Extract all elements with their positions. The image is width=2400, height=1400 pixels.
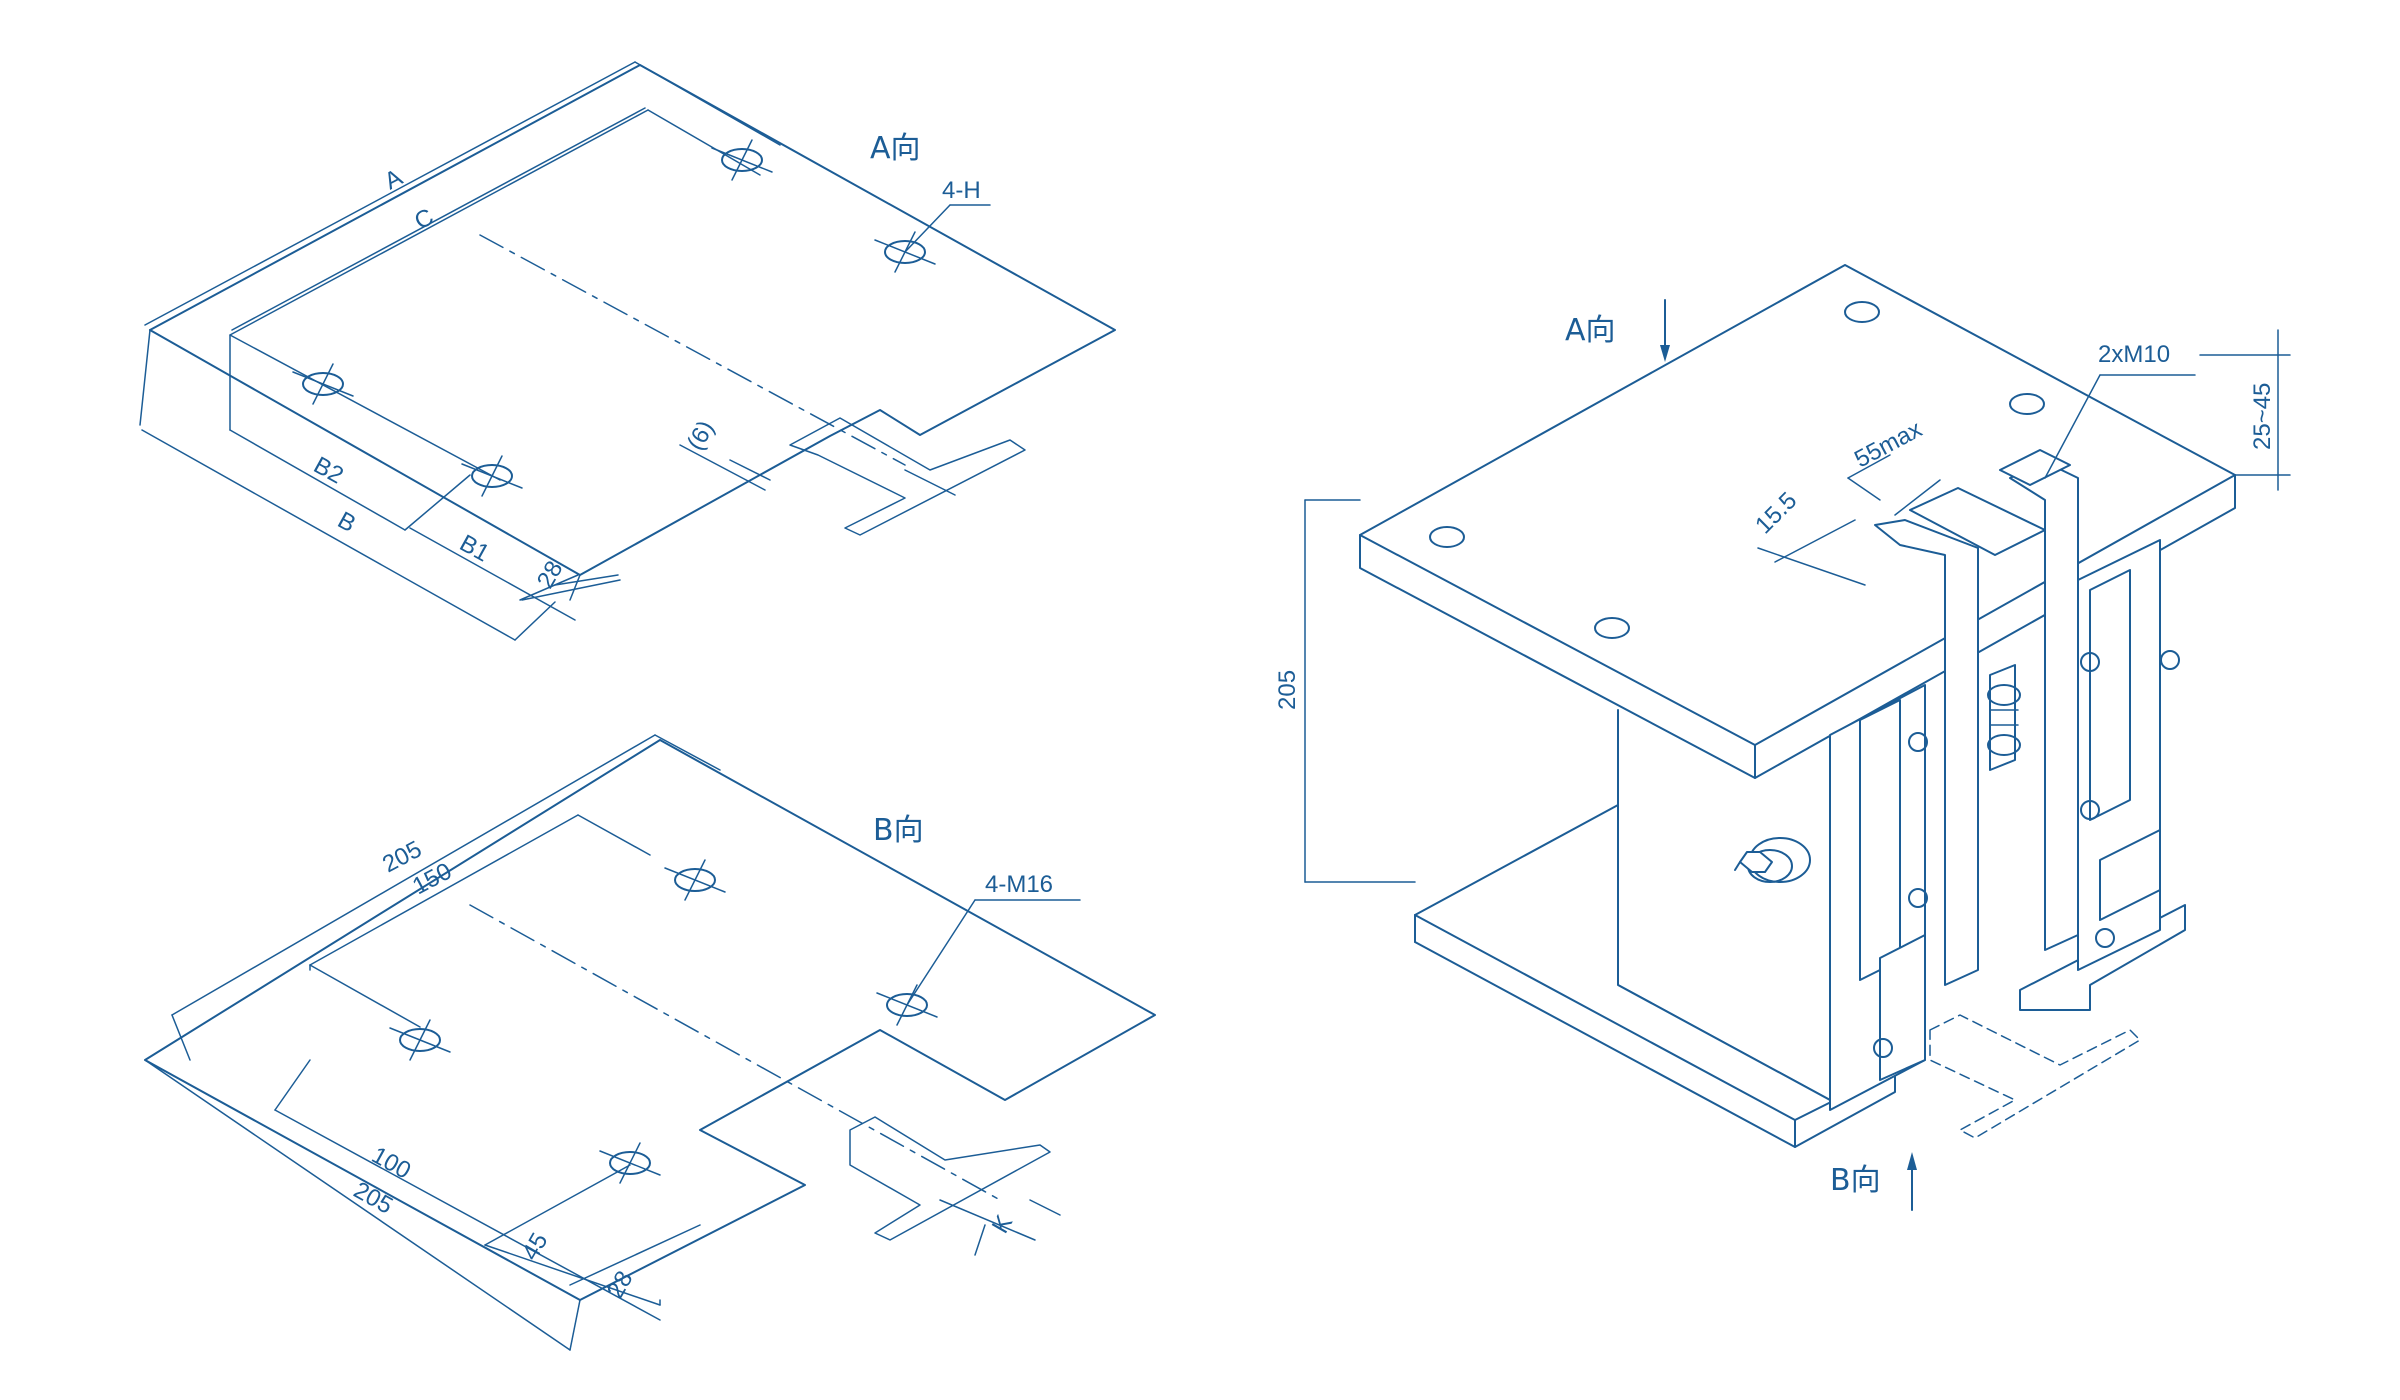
iso-assembly-drawing: A向 B向 2xM10 205 55max 15.5 25~45 xyxy=(1274,264,2291,1211)
b-view-hole-1 xyxy=(664,859,726,901)
iso-bolts-callout: 2xM10 xyxy=(2098,341,2170,368)
a-view-holes-callout: 4-H xyxy=(942,177,981,204)
iso-bottom-plate xyxy=(1414,804,1896,1148)
b-view-hole-3 xyxy=(389,1019,451,1061)
iso-top-hole-3 xyxy=(1844,301,1880,323)
b-view-title: B向 xyxy=(873,813,924,848)
a-view-plate-drawing: A向 4-H A C B2 B B1 28 (6) xyxy=(139,61,1116,641)
a-view-hole-1 xyxy=(711,139,773,181)
b-view-dim-k: K xyxy=(987,1211,1018,1238)
a-view-hole-3 xyxy=(292,363,354,405)
b-view-hole-4 xyxy=(599,1142,661,1184)
iso-top-hole-4 xyxy=(2009,393,2045,415)
iso-top-hole-2 xyxy=(1594,617,1630,639)
a-view-dim-28: 28 xyxy=(532,556,569,593)
iso-top-hole-1 xyxy=(1429,526,1465,548)
a-view-title: A向 xyxy=(870,131,921,166)
b-view-holes-callout: 4-M16 xyxy=(985,871,1053,898)
iso-b-arrow-label: B向 xyxy=(1830,1163,1881,1198)
a-view-dim-b: B xyxy=(333,507,360,538)
b-view-plate-drawing: B向 4-M16 205 150 100 205 45 28 K xyxy=(144,734,1156,1351)
iso-dim-height: 205 xyxy=(1274,670,1301,710)
a-view-dim-b1: B1 xyxy=(455,530,494,568)
b-view-dim-205-bottom: 205 xyxy=(349,1177,397,1220)
iso-a-arrow-label: A向 xyxy=(1565,313,1616,348)
a-view-plate-outline xyxy=(149,64,1116,576)
b-view-dim-100: 100 xyxy=(367,1142,415,1185)
a-view-hole-4 xyxy=(461,455,523,497)
a-view-dim-a: A xyxy=(380,164,407,195)
iso-dim-25-45: 25~45 xyxy=(2249,383,2276,450)
iso-clamp-arm-left xyxy=(1874,519,1979,986)
b-view-plate-outline xyxy=(144,739,1156,1301)
a-view-dim-c: C xyxy=(410,203,438,235)
a-view-dim-b2: B2 xyxy=(309,452,348,490)
